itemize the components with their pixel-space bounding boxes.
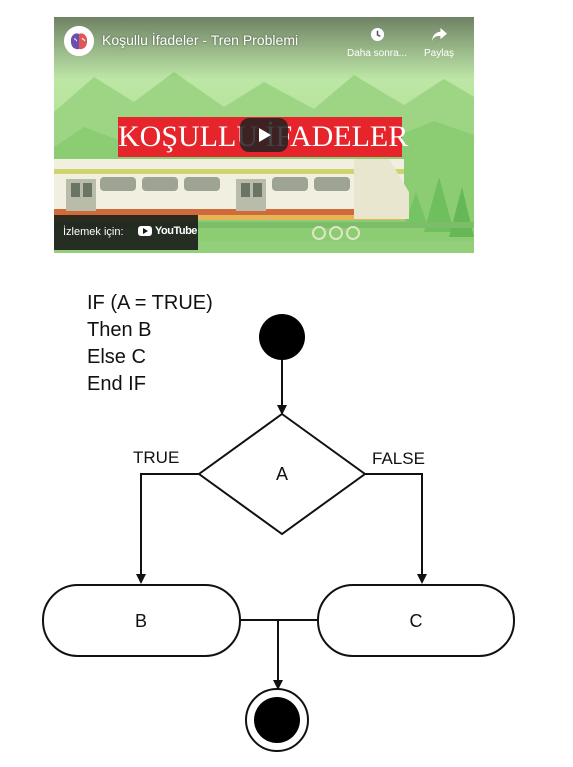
code-line-end: End IF: [87, 373, 146, 395]
code-line-then: Then B: [87, 319, 152, 341]
play-icon: [259, 128, 271, 142]
video-player[interactable]: Koşullu İfadeler - Tren Problemi Daha so…: [54, 17, 474, 253]
youtube-logo-icon: [138, 226, 152, 236]
then-label: B: [134, 611, 147, 631]
brain-icon: [64, 26, 94, 56]
youtube-wordmark: YouTube: [155, 225, 197, 237]
code-line-if: IF (A = TRUE): [87, 292, 213, 314]
share-label: Paylaş: [423, 48, 454, 59]
player-top-bar: [54, 17, 474, 79]
watch-on-label: İzlemek için:: [63, 226, 124, 238]
share-button[interactable]: Paylaş: [418, 27, 460, 59]
clock-icon: [370, 27, 384, 42]
condition-label: A: [275, 464, 288, 484]
else-label: C: [409, 611, 423, 631]
channel-avatar[interactable]: [64, 26, 94, 56]
true-branch-arrow: [136, 473, 199, 584]
video-title[interactable]: Koşullu İfadeler - Tren Problemi: [102, 32, 299, 48]
false-label: FALSE: [372, 449, 425, 468]
end-node-core: [254, 697, 300, 743]
start-node: [259, 314, 305, 360]
decision-node: [197, 412, 367, 536]
false-branch-arrow: [365, 473, 427, 584]
watch-later-button[interactable]: Daha sonra...: [344, 27, 410, 59]
share-arrow-icon: [431, 27, 447, 42]
play-button[interactable]: [240, 118, 288, 152]
true-label: TRUE: [133, 448, 180, 467]
watch-later-label: Daha sonra...: [346, 48, 408, 59]
watch-on-youtube-button[interactable]: İzlemek için: YouTube: [54, 215, 198, 250]
code-line-else: Else C: [87, 346, 146, 368]
